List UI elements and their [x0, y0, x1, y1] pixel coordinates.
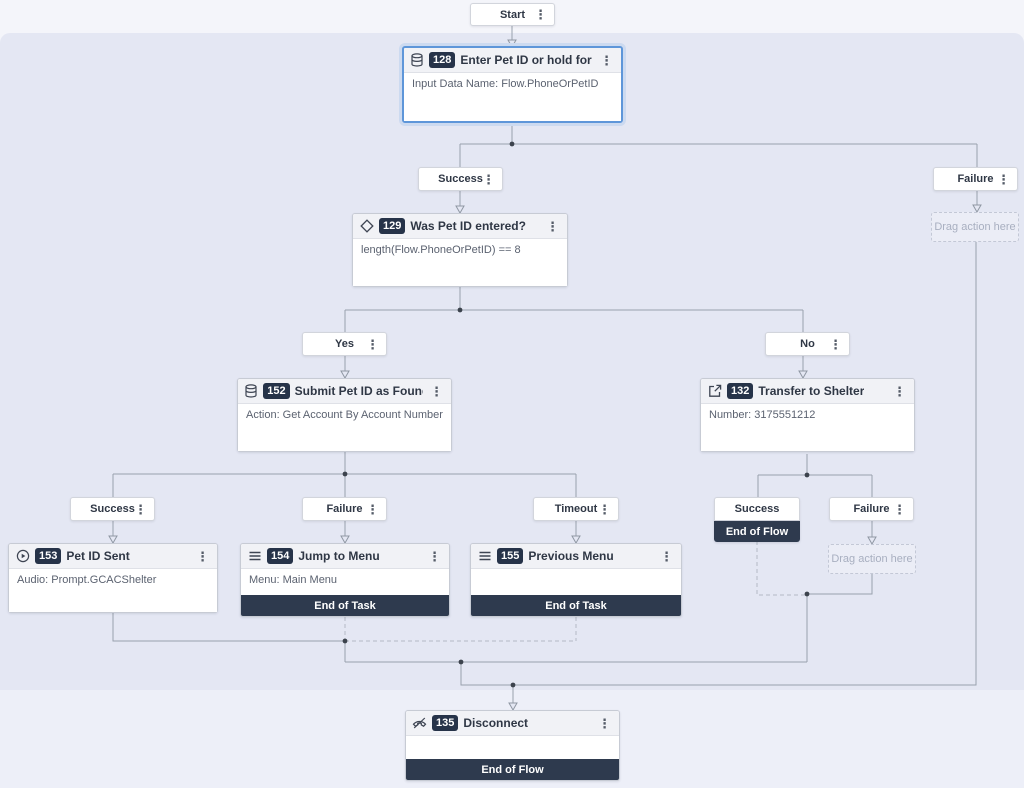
branch-label: Failure [853, 503, 890, 515]
node-title: Pet ID Sent [66, 549, 130, 563]
node-header: 154 Jump to Menu ⋮ [241, 544, 449, 569]
node-body: Menu: Main Menu [241, 569, 449, 595]
menu-icon [477, 549, 492, 564]
node-header: 153 Pet ID Sent ⋮ [9, 544, 217, 569]
kebab-menu-icon[interactable]: ⋮ [598, 715, 611, 731]
kebab-menu-icon[interactable]: ⋮ [428, 548, 441, 564]
node-enter-pet-id[interactable]: 128 Enter Pet ID or hold for repres… ⋮ I… [402, 46, 623, 123]
node-body: Number: 3175551212 [701, 404, 914, 451]
branch-timeout[interactable]: Timeout ⋮ [533, 497, 619, 521]
kebab-menu-icon[interactable]: ⋮ [997, 171, 1010, 187]
node-title: Enter Pet ID or hold for repres… [460, 53, 593, 67]
node-id-badge: 132 [727, 383, 754, 399]
node-header: 135 Disconnect ⋮ [406, 711, 619, 736]
node-body: length(Flow.PhoneOrPetID) == 8 [353, 239, 567, 286]
node-header: 155 Previous Menu ⋮ [471, 544, 681, 569]
node-id-badge: 129 [379, 218, 406, 234]
branch-success[interactable]: Success [714, 497, 800, 521]
branch-success[interactable]: Success ⋮ [70, 497, 155, 521]
branch-failure[interactable]: Failure ⋮ [829, 497, 914, 521]
node-id-badge: 152 [263, 383, 290, 399]
branch-label: Failure [957, 173, 994, 185]
kebab-menu-icon[interactable]: ⋮ [829, 336, 842, 352]
node-title: Was Pet ID entered? [410, 219, 526, 233]
node-header: 132 Transfer to Shelter ⋮ [701, 379, 914, 404]
branch-failure[interactable]: Failure ⋮ [933, 167, 1018, 191]
kebab-menu-icon[interactable]: ⋮ [546, 218, 559, 234]
branch-label: Success [734, 503, 780, 515]
disconnect-icon [412, 716, 427, 731]
node-id-badge: 128 [429, 52, 456, 68]
drag-action-label: Drag action here [934, 221, 1016, 233]
branch-label: Success [438, 173, 483, 185]
branch-label: Yes [335, 338, 354, 350]
node-title: Transfer to Shelter [758, 384, 865, 398]
start-node[interactable]: Start ⋮ [470, 3, 555, 26]
branch-label: Failure [326, 503, 363, 515]
branch-success[interactable]: Success ⋮ [418, 167, 503, 191]
node-title: Submit Pet ID as Found [294, 384, 423, 398]
node-header: 129 Was Pet ID entered? ⋮ [353, 214, 567, 239]
kebab-menu-icon[interactable]: ⋮ [366, 336, 379, 352]
branch-no[interactable]: No ⋮ [765, 332, 850, 356]
node-was-pet-id-entered[interactable]: 129 Was Pet ID entered? ⋮ length(Flow.Ph… [352, 213, 568, 287]
node-jump-to-menu[interactable]: 154 Jump to Menu ⋮ Menu: Main Menu End o… [240, 543, 450, 617]
node-title: Previous Menu [528, 549, 614, 563]
kebab-menu-icon[interactable]: ⋮ [893, 501, 906, 517]
branch-label: Timeout [554, 503, 598, 515]
node-header: 152 Submit Pet ID as Found ⋮ [238, 379, 451, 404]
branch-yes[interactable]: Yes ⋮ [302, 332, 387, 356]
node-body: Input Data Name: Flow.PhoneOrPetID [404, 73, 621, 121]
node-transfer-to-shelter[interactable]: 132 Transfer to Shelter ⋮ Number: 317555… [700, 378, 915, 452]
data-action-icon [244, 384, 258, 399]
node-header: 128 Enter Pet ID or hold for repres… ⋮ [404, 48, 621, 73]
kebab-menu-icon[interactable]: ⋮ [430, 383, 443, 399]
branch-failure[interactable]: Failure ⋮ [302, 497, 387, 521]
decision-icon [359, 219, 374, 234]
node-title: Jump to Menu [298, 549, 380, 563]
kebab-menu-icon[interactable]: ⋮ [134, 501, 147, 517]
node-body [406, 736, 619, 759]
end-of-task-terminal: End of Task [241, 595, 449, 616]
kebab-menu-icon[interactable]: ⋮ [600, 52, 613, 68]
branch-label: No [800, 338, 815, 350]
node-title: Disconnect [463, 716, 529, 730]
node-id-badge: 155 [497, 548, 524, 564]
drag-action-placeholder[interactable]: Drag action here [931, 212, 1019, 242]
menu-icon [247, 549, 262, 564]
end-of-task-terminal: End of Task [471, 595, 681, 616]
end-of-flow-terminal: End of Flow [406, 759, 619, 780]
branch-label: Success [90, 503, 135, 515]
kebab-menu-icon[interactable]: ⋮ [893, 383, 906, 399]
node-id-badge: 153 [35, 548, 62, 564]
node-body: Audio: Prompt.GCACShelter [9, 569, 217, 612]
node-pet-id-sent[interactable]: 153 Pet ID Sent ⋮ Audio: Prompt.GCACShel… [8, 543, 218, 613]
start-label: Start [499, 8, 526, 21]
node-disconnect[interactable]: 135 Disconnect ⋮ End of Flow [405, 710, 620, 781]
kebab-menu-icon[interactable]: ⋮ [534, 7, 547, 22]
end-of-flow-terminal: End of Flow [714, 521, 800, 542]
play-audio-icon [15, 549, 30, 564]
kebab-menu-icon[interactable]: ⋮ [660, 548, 673, 564]
transfer-icon [707, 384, 722, 399]
kebab-menu-icon[interactable]: ⋮ [482, 171, 495, 187]
node-id-badge: 135 [432, 715, 459, 731]
kebab-menu-icon[interactable]: ⋮ [598, 501, 611, 517]
drag-action-placeholder[interactable]: Drag action here [828, 544, 916, 574]
node-submit-pet-id[interactable]: 152 Submit Pet ID as Found ⋮ Action: Get… [237, 378, 452, 452]
end-of-flow-label: End of Flow [725, 525, 789, 538]
data-action-icon [410, 53, 424, 68]
drag-action-label: Drag action here [831, 553, 913, 565]
node-body: Action: Get Account By Account Number [238, 404, 451, 451]
node-id-badge: 154 [267, 548, 294, 564]
node-previous-menu[interactable]: 155 Previous Menu ⋮ End of Task [470, 543, 682, 617]
kebab-menu-icon[interactable]: ⋮ [196, 548, 209, 564]
kebab-menu-icon[interactable]: ⋮ [366, 501, 379, 517]
node-body [471, 569, 681, 595]
